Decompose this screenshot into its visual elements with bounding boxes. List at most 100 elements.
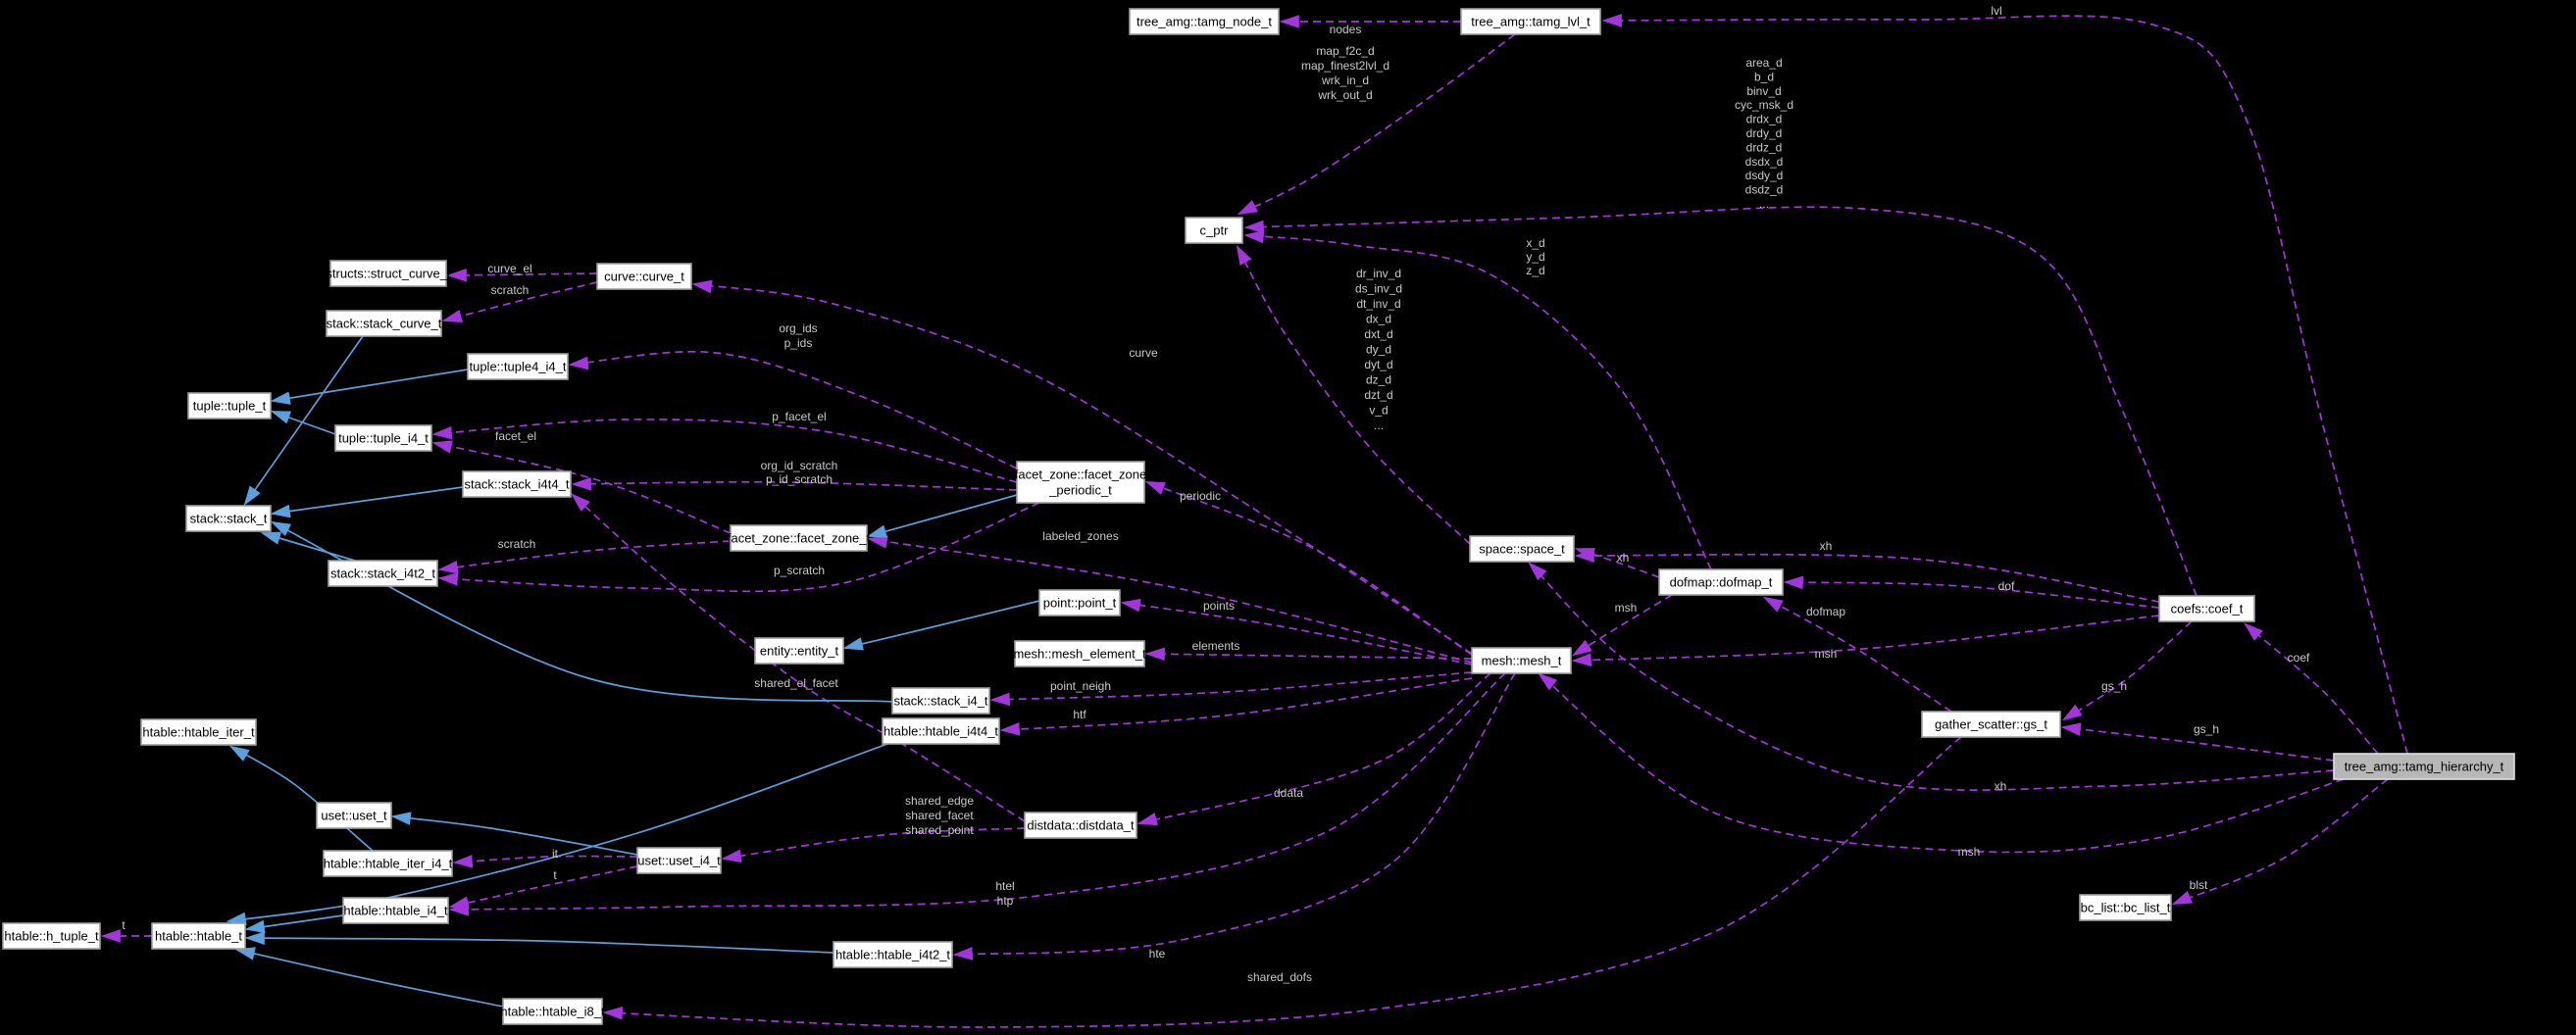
member-edge-dofmap_t-to-mesh_t (1571, 594, 1673, 657)
class-node-label-tamg_hierarchy_t: tree_amg::tamg_hierarchy_t (2345, 760, 2504, 774)
class-node-box-tamg_lvl_t[interactable] (1460, 8, 1601, 35)
class-node-box-mesh_t[interactable] (1471, 647, 1572, 674)
class-node-box-tuple4_i4_t[interactable] (467, 353, 569, 380)
class-node-box-htable_i4_t[interactable] (342, 897, 449, 924)
class-node-box-htable_i8_t[interactable] (502, 998, 603, 1025)
class-node-tuple4_i4_t[interactable]: tuple::tuple4_i4_t (467, 353, 569, 380)
edge-label-coef_t-mesh_t-0: msh (1815, 647, 1838, 661)
class-node-htable_i4t4_t[interactable]: htable::htable_i4t4_t (882, 717, 1000, 745)
edge-label-dofmap_t-c_ptr-0: x_d (1526, 236, 1544, 250)
class-node-box-space_t[interactable] (1469, 535, 1575, 563)
class-node-tuple_i4_t[interactable]: tuple::tuple_i4_t (334, 424, 432, 452)
class-node-box-facet_zone_t[interactable] (730, 524, 868, 552)
edge-label-coef_t-dofmap_t-0: dof (1998, 579, 2015, 593)
class-node-box-bc_list_t[interactable] (2079, 894, 2172, 921)
class-node-box-curve_t[interactable] (596, 263, 692, 290)
class-node-stack_i4t2_t[interactable]: stack::stack_i4t2_t (328, 560, 438, 587)
inheritance-edge-stack_i4t2_t-to-stack_t (260, 531, 356, 562)
class-node-box-htable_iter_t[interactable] (140, 718, 257, 746)
member-edge-gs_t-to-dofmap_t (1762, 596, 1952, 713)
class-node-label-bc_list_t: bc_list::bc_list_t (2081, 901, 2171, 915)
class-node-box-tuple_t[interactable] (187, 392, 272, 419)
edge-label-space_t-c_ptr-8: dzt_d (1364, 388, 1392, 402)
class-node-box-stack_i4_t[interactable] (891, 687, 990, 715)
class-node-box-stack_i4t4_t[interactable] (462, 470, 572, 498)
class-node-box-uset_t[interactable] (316, 802, 392, 829)
class-node-label-htable_t: htable::htable_t (155, 929, 242, 944)
class-node-space_t[interactable]: space::space_t (1469, 535, 1575, 563)
class-node-entity_t[interactable]: entity::entity_t (754, 637, 844, 665)
edge-label-facet_zone_periodic_t-tuple_i4_t-0: p_facet_el (772, 410, 826, 423)
edge-label-tamg_lvl_t-tamg_node_t-0: nodes (1330, 23, 1362, 36)
class-node-tamg_lvl_t[interactable]: tree_amg::tamg_lvl_t (1460, 8, 1601, 35)
class-node-stack_i4t4_t[interactable]: stack::stack_i4t4_t (462, 470, 572, 498)
class-node-htable_i8_t[interactable]: htable::htable_i8_t (500, 998, 605, 1025)
member-edge-coef_t-to-gs_t (2061, 620, 2193, 721)
class-node-box-tamg_node_t[interactable] (1129, 8, 1280, 35)
class-node-mesh_element_t[interactable]: mesh::mesh_element_t (1013, 640, 1146, 667)
class-node-htable_iter_i4_t[interactable]: htable::htable_iter_i4_t (323, 850, 453, 877)
class-node-curve_t[interactable]: curve::curve_t (596, 263, 692, 290)
class-node-box-htable_t[interactable] (151, 922, 246, 950)
class-node-tamg_hierarchy_t[interactable]: tree_amg::tamg_hierarchy_t (2333, 753, 2515, 780)
edge-label-mesh_t-point_t-0: points (1203, 599, 1235, 613)
class-node-tamg_node_t[interactable]: tree_amg::tamg_node_t (1129, 8, 1280, 35)
class-node-htable_iter_t[interactable]: htable::htable_iter_t (140, 718, 257, 746)
class-node-box-h_tuple_t[interactable] (2, 922, 101, 950)
class-node-uset_t[interactable]: uset::uset_t (316, 802, 392, 829)
class-node-box-uset_i4_t[interactable] (636, 847, 722, 874)
edge-label-mesh_t-htable_i4t2_t-0: hte (1149, 947, 1166, 961)
class-node-box-coef_t[interactable] (2158, 595, 2255, 622)
class-node-label-facet_zone_t: facet_zone::facet_zone_t (728, 531, 871, 546)
class-node-htable_i4t2_t[interactable]: htable::htable_i4t2_t (833, 941, 953, 968)
class-node-c_ptr[interactable]: c_ptr (1185, 217, 1243, 244)
class-node-box-distdata_t[interactable] (1024, 812, 1137, 839)
class-node-facet_zone_t[interactable]: facet_zone::facet_zone_t (728, 524, 871, 552)
class-node-label-facet_zone_periodic_t: _periodic_t (1048, 483, 1112, 498)
class-node-label-tuple_i4_t: tuple::tuple_i4_t (338, 431, 429, 446)
class-node-htable_i4_t[interactable]: htable::htable_i4_t (342, 897, 449, 924)
class-node-stack_curve_t[interactable]: stack::stack_curve_t (326, 310, 442, 337)
edge-label-coef_t-c_ptr-1: b_d (1754, 70, 1774, 83)
class-node-box-point_t[interactable] (1038, 589, 1121, 616)
class-node-box-htable_i4t2_t[interactable] (833, 941, 953, 968)
edge-label-tamg_hierarchy_t-tamg_lvl_t-0: lvl (1991, 4, 2001, 18)
class-node-box-tamg_hierarchy_t[interactable] (2333, 753, 2515, 780)
class-node-label-coef_t: coefs::coef_t (2171, 602, 2244, 616)
class-node-bc_list_t[interactable]: bc_list::bc_list_t (2079, 894, 2172, 921)
class-node-gs_t[interactable]: gather_scatter::gs_t (1921, 711, 2061, 738)
class-node-label-gs_t: gather_scatter::gs_t (1935, 717, 2047, 732)
edge-label-space_t-c_ptr-10: ... (1374, 419, 1384, 432)
class-node-box-htable_i4t4_t[interactable] (882, 717, 1000, 745)
class-node-box-struct_curve_t[interactable] (329, 260, 447, 287)
class-node-point_t[interactable]: point::point_t (1038, 589, 1121, 616)
class-node-mesh_t[interactable]: mesh::mesh_t (1471, 647, 1572, 674)
edge-label-facet_zone_periodic_t-stack_i4t4_t-1: p_id_scratch (766, 472, 833, 486)
class-node-htable_t[interactable]: htable::htable_t (151, 922, 246, 950)
class-node-struct_curve_t[interactable]: structs::struct_curve_t (326, 260, 451, 287)
class-node-box-stack_i4t2_t[interactable] (328, 560, 438, 587)
class-node-box-gs_t[interactable] (1921, 711, 2061, 738)
class-node-box-facet_zone_periodic_t[interactable] (1016, 461, 1145, 504)
class-node-box-stack_t[interactable] (185, 505, 272, 532)
inheritance-edge-stack_i4t4_t-to-stack_t (270, 486, 464, 518)
class-node-facet_zone_periodic_t[interactable]: facet_zone::facet_zone_periodic_t (1015, 461, 1146, 504)
member-edge-mesh_t-to-point_t (1120, 598, 1473, 665)
class-node-h_tuple_t[interactable]: htable::h_tuple_t (2, 922, 101, 950)
class-node-tuple_t[interactable]: tuple::tuple_t (187, 392, 272, 419)
class-node-box-htable_iter_i4_t[interactable] (323, 850, 453, 877)
class-node-box-tuple_i4_t[interactable] (334, 424, 432, 452)
class-node-box-c_ptr[interactable] (1185, 217, 1243, 244)
class-node-distdata_t[interactable]: distdata::distdata_t (1024, 812, 1137, 839)
class-node-box-entity_t[interactable] (754, 637, 844, 665)
inheritance-edge-tuple_i4_t-to-tuple_t (270, 411, 336, 435)
class-node-dofmap_t[interactable]: dofmap::dofmap_t (1658, 568, 1784, 596)
class-node-box-mesh_element_t[interactable] (1014, 640, 1145, 667)
class-node-box-stack_curve_t[interactable] (326, 310, 442, 337)
member-edge-coef_t-to-dofmap_t (1783, 575, 2160, 609)
class-node-stack_i4_t[interactable]: stack::stack_i4_t (891, 687, 990, 715)
class-node-box-dofmap_t[interactable] (1658, 568, 1784, 596)
class-node-stack_t[interactable]: stack::stack_t (185, 505, 272, 532)
class-node-coef_t[interactable]: coefs::coef_t (2158, 595, 2255, 622)
class-node-uset_i4_t[interactable]: uset::uset_i4_t (636, 847, 722, 874)
